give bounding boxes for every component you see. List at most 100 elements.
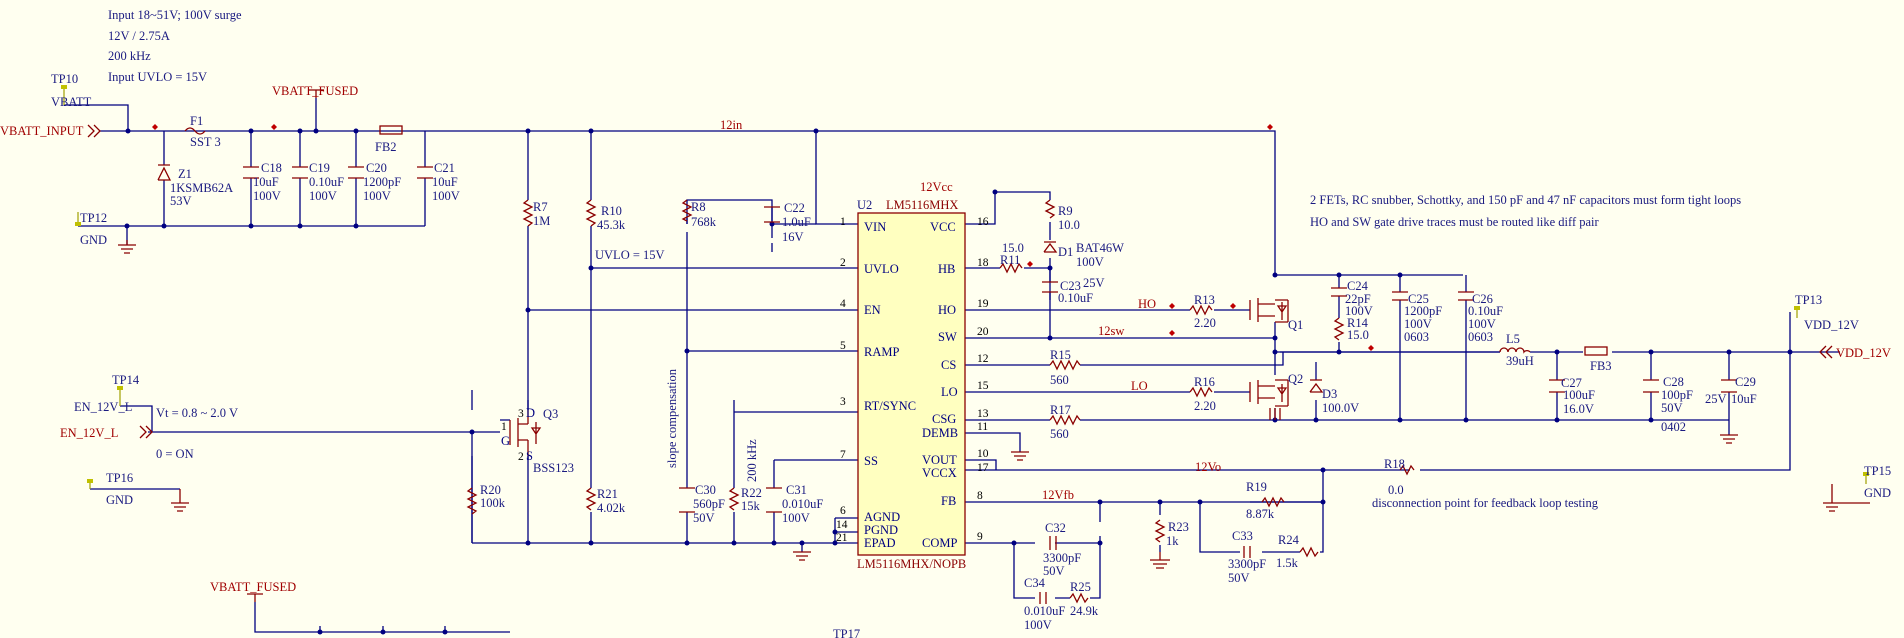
pin-num: 3	[840, 396, 846, 408]
r13-value: 2.20	[1194, 316, 1216, 330]
r22-value: 15k	[741, 499, 761, 513]
svg-text:D: D	[526, 406, 535, 420]
l5-ref: L5	[1506, 332, 1520, 346]
c33-voltage: 50V	[1228, 571, 1250, 585]
fb2-ref: FB2	[375, 140, 397, 154]
pin-name: VCCX	[922, 466, 957, 480]
c20-ref: C20	[366, 161, 387, 175]
c32-value: 3300pF	[1043, 551, 1081, 565]
c29-voltage: 25V	[1705, 392, 1727, 406]
r7-value: 1M	[533, 214, 550, 228]
r19-ref: R19	[1246, 480, 1267, 494]
c34-voltage: 100V	[1024, 618, 1052, 632]
pin-name: PGND	[864, 523, 898, 537]
c32-ref: C32	[1045, 521, 1066, 535]
z1-ref: Z1	[178, 167, 192, 181]
r9-ref: R9	[1058, 204, 1073, 218]
pin-num: 2	[840, 257, 846, 269]
r8-value: 768k	[691, 215, 717, 229]
tp15-net: GND	[1864, 486, 1891, 500]
c28-value: 100pF	[1661, 388, 1693, 402]
f1-ref: F1	[190, 114, 203, 128]
c25-package: 0603	[1404, 330, 1429, 344]
port-arrow-vdd	[1819, 345, 1833, 359]
ic-u2[interactable]	[857, 212, 966, 556]
pin-name: SW	[938, 330, 957, 344]
mosfet-symbol-q3	[509, 410, 542, 456]
c27-voltage: 16.0V	[1563, 402, 1594, 416]
pin-num: 10	[977, 448, 989, 460]
r19-value: 8.87k	[1246, 507, 1275, 521]
c28-ref: C28	[1663, 375, 1684, 389]
pin-name: DEMB	[922, 426, 958, 440]
r21-value: 4.02k	[597, 501, 626, 515]
tp14-ref: TP14	[112, 373, 140, 387]
r13-ref: R13	[1194, 293, 1215, 307]
net-vbatt-fused-2: VBATT_FUSED	[210, 580, 296, 594]
c26-voltage: 100V	[1468, 317, 1496, 331]
note-input: Input 18~51V; 100V surge	[108, 8, 242, 22]
svg-text:G: G	[501, 434, 510, 448]
pin-num: 21	[836, 532, 848, 544]
c31-voltage: 100V	[782, 511, 810, 525]
pin-name: UVLO	[864, 262, 899, 276]
r14-ref: R14	[1347, 316, 1369, 330]
net-12in: 12in	[720, 118, 743, 132]
pin-name: CS	[941, 358, 956, 372]
pin-name: CSG	[932, 412, 956, 426]
component-symbols	[61, 85, 1870, 604]
c30-value: 560pF	[693, 497, 725, 511]
tp16-ref: TP16	[106, 471, 133, 485]
c25-ref: C25	[1408, 292, 1429, 306]
c21-voltage: 100V	[432, 189, 460, 203]
no-erc-markers	[152, 124, 1374, 351]
pin-name: FB	[941, 494, 956, 508]
c19-ref: C19	[309, 161, 330, 175]
pin-num: 16	[977, 216, 989, 228]
c29-value: 10uF	[1731, 392, 1757, 406]
tp13-ref: TP13	[1795, 293, 1822, 307]
note-uvlo: Input UVLO = 15V	[108, 70, 207, 84]
c23-ref: C23	[1060, 279, 1081, 293]
c32-voltage: 50V	[1043, 564, 1065, 578]
resistor-symbols	[466, 199, 1415, 604]
pin-name: LO	[941, 385, 958, 399]
c21-ref: C21	[434, 161, 455, 175]
pin-name: VCC	[930, 220, 956, 234]
c23-value: 0.10uF	[1058, 291, 1093, 305]
pin-num: 14	[836, 519, 848, 531]
net-12sw: 12sw	[1098, 324, 1124, 338]
z1-voltage: 53V	[170, 194, 192, 208]
ground-symbols	[118, 89, 1870, 602]
ic-right-pins: 16 VCC 18 HB 19 HO 20 SW 12 CS 15 LO 13 …	[922, 216, 989, 550]
c30-voltage: 50V	[693, 511, 715, 525]
pin-name: EN	[864, 303, 881, 317]
l5-value: 39uH	[1506, 354, 1534, 368]
c31-value: 0.010uF	[782, 497, 823, 511]
r10-ref: R10	[601, 204, 622, 218]
c33-value: 3300pF	[1228, 557, 1266, 571]
tp14-net: EN_12V_L	[74, 400, 132, 414]
d1-ref: D1	[1058, 245, 1073, 259]
pin-name: VOUT	[922, 453, 957, 467]
r17-value: 560	[1050, 427, 1069, 441]
r9-value: 10.0	[1058, 218, 1080, 232]
pin-num: 12	[977, 353, 989, 365]
r11-ref: R11	[1000, 253, 1020, 267]
tp10-net: VBATT	[51, 95, 92, 109]
c20-value: 1200pF	[363, 175, 401, 189]
r11-value: 15.0	[1002, 241, 1024, 255]
pin-name: RT/SYNC	[864, 399, 916, 413]
net-vbatt-input: VBATT_INPUT	[0, 124, 84, 138]
pin-num: 7	[840, 449, 846, 461]
ic-left-pins: 1 VIN 2 UVLO 4 EN 5 RAMP 3 RT/SYNC 7 SS …	[836, 216, 916, 550]
testpoint-markers	[61, 85, 1869, 489]
svg-text:3: 3	[518, 408, 524, 420]
r15-value: 560	[1050, 373, 1069, 387]
c34-ref: C34	[1024, 576, 1046, 590]
c34-value: 0.010uF	[1024, 604, 1065, 618]
capacitor-symbols	[243, 166, 1737, 604]
tvs-diode-symbol	[157, 164, 172, 181]
f1-value: SST 3	[190, 135, 221, 149]
pin-name: VIN	[864, 220, 886, 234]
